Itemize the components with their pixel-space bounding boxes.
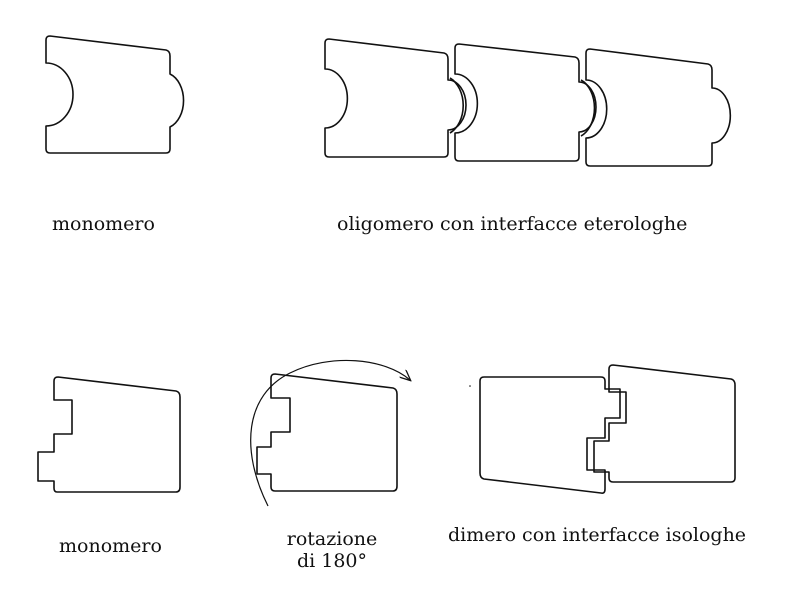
rotated-monomer-shape <box>256 373 398 492</box>
curved-arrow-icon <box>250 359 410 507</box>
label-top-oligomer: oligomero con interfacce eterologhe <box>337 213 688 235</box>
label-rotation-line1: rotazione <box>286 528 378 550</box>
interface-line-1 <box>449 77 465 134</box>
oligomer-unit-1 <box>324 38 467 158</box>
speck <box>469 385 471 387</box>
label-rotation-line2: di 180° <box>296 550 368 572</box>
label-bottom-monomer: monomero <box>59 535 162 557</box>
dimer-left-block <box>479 376 621 494</box>
monomer-shape-bottom <box>37 376 181 493</box>
label-rotation: rotazione di 180° <box>262 528 402 572</box>
label-top-monomer: monomero <box>52 213 155 235</box>
oligomer-unit-3 <box>585 48 732 167</box>
monomer-shape-top <box>45 35 185 154</box>
interface-line-2 <box>580 79 596 137</box>
oligomer-unit-2 <box>454 43 597 162</box>
label-bottom-dimer: dimero con interfacce isologhe <box>448 524 747 546</box>
dimer-right-block <box>593 364 736 483</box>
